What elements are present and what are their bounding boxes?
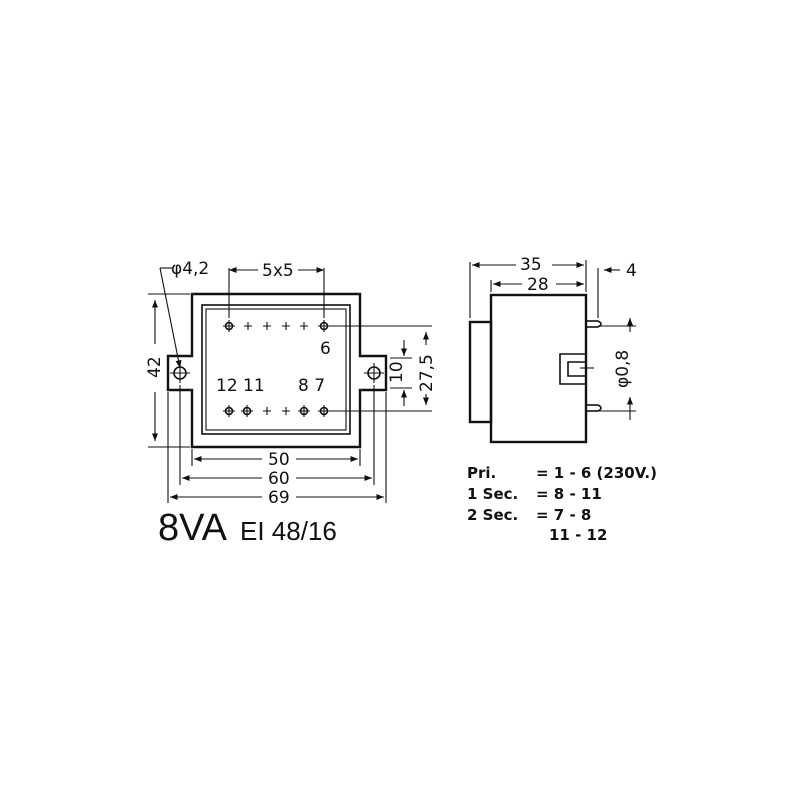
front-inner-frame-2 [205,308,347,431]
side-clip [559,353,586,385]
connection-value: 11 - 12 [549,526,607,544]
dim-pin-offset: 4 [626,261,637,281]
connection-label: 1 Sec. [467,485,518,503]
pin-top-3 [263,322,271,330]
pin-label-6: 6 [320,339,331,359]
front-outline [166,292,388,449]
power-rating: 8VA [158,507,228,549]
pin-label-12-11: 12 11 [216,376,265,396]
pin-bottom-7 [318,405,330,417]
pin-bottom-b [282,407,290,415]
pin-top-5 [300,322,308,330]
dim-pin-diameter: φ0,8 [613,350,633,388]
pin-row-top [223,320,330,332]
front-inner-frame [201,304,351,435]
dim-height: 42 [145,356,165,378]
connection-label: 2 Sec. [467,506,518,524]
pin-bottom-11 [241,405,253,417]
dim-pin-span: 27,5 [417,354,437,392]
connection-table: Pri. = 1 - 6 (230V.) 1 Sec. = 8 - 11 2 S… [467,464,657,544]
front-view: 6 12 11 8 7 φ4,2 5x5 42 10 27,5 [145,259,437,508]
core-type: EI 48/16 [240,516,337,546]
connection-value: = 7 - 8 [536,506,591,524]
pin-bottom-a [263,407,271,415]
pin-top-2 [244,322,252,330]
dim-width-inner: 50 [268,450,290,470]
pin-top-6 [318,320,330,332]
dim-depth: 35 [520,255,542,275]
dim-mount-height: 10 [387,361,407,383]
side-body [489,293,588,444]
hole-diameter-label: φ4,2 [171,259,209,279]
connection-value: = 8 - 11 [536,485,602,503]
side-flange [468,320,493,424]
pin-top-1 [223,320,235,332]
pin-bottom-12 [223,405,235,417]
hole-leader-diag [159,267,182,369]
dim-width-mid: 60 [268,469,290,489]
pin-top-4 [282,322,290,330]
pin-label-8-7: 8 7 [298,376,325,396]
dim-body: 28 [527,275,549,295]
connection-label: Pri. [467,464,496,482]
side-view: 35 28 4 φ0,8 [468,255,637,444]
pin-row-bottom [223,405,330,417]
mount-hole-right [364,363,384,383]
dim-width-outer: 69 [268,488,290,508]
side-pin-bottom [586,404,602,412]
pin-bottom-8 [298,405,310,417]
pitch-label: 5x5 [262,261,294,281]
connection-value: = 1 - 6 (230V.) [536,464,657,482]
